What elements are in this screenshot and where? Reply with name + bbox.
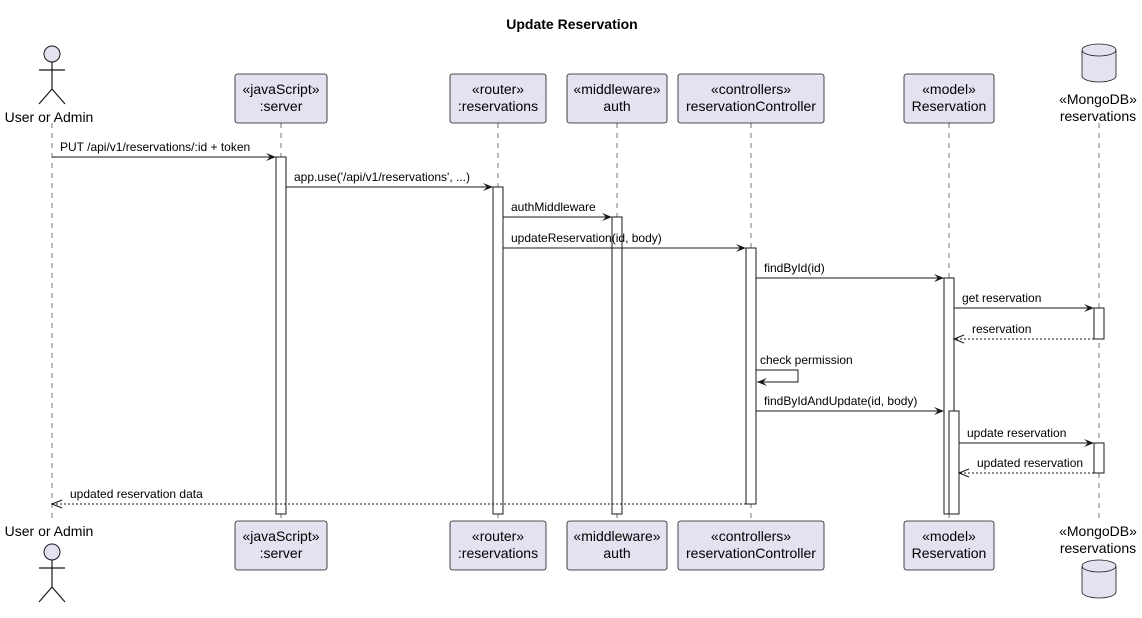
message-label: findById(id) bbox=[764, 261, 825, 275]
participant-label: reservationController bbox=[686, 98, 816, 114]
participant-label: «controllers» bbox=[711, 81, 791, 97]
participant-label: :server bbox=[260, 545, 303, 561]
participant-label: reservations bbox=[1060, 108, 1136, 124]
participant-label: Reservation bbox=[912, 98, 987, 114]
activation-bar-db bbox=[1093, 307, 1105, 340]
participant-label: reservationController bbox=[686, 545, 816, 561]
participant-server-bottom: «javaScript»:server bbox=[234, 520, 328, 571]
participant-label: «router» bbox=[472, 81, 524, 97]
participant-ctrl-bottom: «controllers»reservationController bbox=[677, 520, 825, 571]
activation-bar-auth bbox=[611, 216, 623, 515]
participant-user-top: User or Admin bbox=[5, 109, 94, 125]
participant-label: «MongoDB» bbox=[1059, 91, 1137, 107]
participant-label: «MongoDB» bbox=[1059, 523, 1137, 539]
participant-label: :reservations bbox=[458, 545, 538, 561]
participant-label: :reservations bbox=[458, 98, 538, 114]
participant-label: «controllers» bbox=[711, 528, 791, 544]
participant-auth-top: «middleware»auth bbox=[566, 73, 668, 124]
message-label: PUT /api/v1/reservations/:id + token bbox=[60, 140, 250, 154]
message-label: updateReservation(id, body) bbox=[511, 231, 662, 245]
message-9: findByIdAndUpdate(id, body) bbox=[756, 394, 944, 415]
participant-label: «model» bbox=[922, 528, 976, 544]
activation-bar-model bbox=[948, 410, 960, 515]
participant-router-top: «router»:reservations bbox=[449, 73, 547, 124]
message-7: reservation bbox=[952, 322, 1094, 344]
message-5: findById(id) bbox=[756, 261, 944, 282]
message-10: update reservation bbox=[959, 426, 1094, 447]
message-4: updateReservation(id, body) bbox=[503, 231, 746, 252]
participant-auth-bottom: «middleware»auth bbox=[566, 520, 668, 571]
message-label: reservation bbox=[972, 322, 1031, 336]
participant-label: auth bbox=[603, 98, 630, 114]
participant-label: «javaScript» bbox=[242, 528, 319, 544]
participant-label: auth bbox=[603, 545, 630, 561]
participant-model-top: «model»Reservation bbox=[903, 73, 995, 124]
activation-bars bbox=[275, 156, 1105, 515]
participant-db-top: «MongoDB»reservations bbox=[1059, 91, 1137, 124]
lifelines bbox=[51, 123, 1100, 521]
actor-figure bbox=[38, 543, 66, 603]
participant-label: User or Admin bbox=[5, 523, 94, 539]
diagram-title: Update Reservation bbox=[506, 16, 637, 32]
participant-label: :server bbox=[260, 98, 303, 114]
message-1: PUT /api/v1/reservations/:id + token bbox=[52, 140, 276, 161]
message-label: get reservation bbox=[962, 291, 1041, 305]
activation-bar-db bbox=[1093, 442, 1105, 474]
message-8: check permission bbox=[756, 353, 853, 386]
message-label: check permission bbox=[760, 353, 853, 367]
message-label: updated reservation data bbox=[70, 487, 203, 501]
message-6: get reservation bbox=[954, 291, 1094, 312]
message-12: updated reservation data bbox=[50, 487, 746, 509]
participant-ctrl-top: «controllers»reservationController bbox=[677, 73, 825, 124]
database-icon bbox=[1081, 559, 1117, 599]
participant-label: «middleware» bbox=[573, 528, 660, 544]
participant-label: reservations bbox=[1060, 540, 1136, 556]
activation-bar-router bbox=[492, 186, 504, 515]
participant-label: «router» bbox=[472, 528, 524, 544]
participant-model-bottom: «model»Reservation bbox=[903, 520, 995, 571]
activation-bar-server bbox=[275, 156, 287, 515]
participant-user-bottom: User or Admin bbox=[5, 523, 94, 539]
message-11: updated reservation bbox=[957, 456, 1094, 478]
message-label: update reservation bbox=[967, 426, 1066, 440]
database-icon bbox=[1081, 43, 1117, 83]
activation-bar-ctrl bbox=[745, 247, 757, 505]
participant-label: «middleware» bbox=[573, 81, 660, 97]
participant-label: «javaScript» bbox=[242, 81, 319, 97]
participant-label: Reservation bbox=[912, 545, 987, 561]
actor-figure bbox=[38, 45, 66, 105]
message-label: authMiddleware bbox=[511, 200, 596, 214]
message-label: app.use('/api/v1/reservations', ...) bbox=[294, 170, 470, 184]
message-2: app.use('/api/v1/reservations', ...) bbox=[286, 170, 493, 191]
message-label: updated reservation bbox=[977, 456, 1083, 470]
message-label: findByIdAndUpdate(id, body) bbox=[764, 394, 917, 408]
participant-label: User or Admin bbox=[5, 109, 94, 125]
participant-db-bottom: «MongoDB»reservations bbox=[1059, 523, 1137, 556]
participant-server-top: «javaScript»:server bbox=[234, 73, 328, 124]
messages: PUT /api/v1/reservations/:id + token app.… bbox=[50, 140, 1094, 509]
participant-label: «model» bbox=[922, 81, 976, 97]
message-3: authMiddleware bbox=[503, 200, 612, 221]
participant-router-bottom: «router»:reservations bbox=[449, 520, 547, 571]
